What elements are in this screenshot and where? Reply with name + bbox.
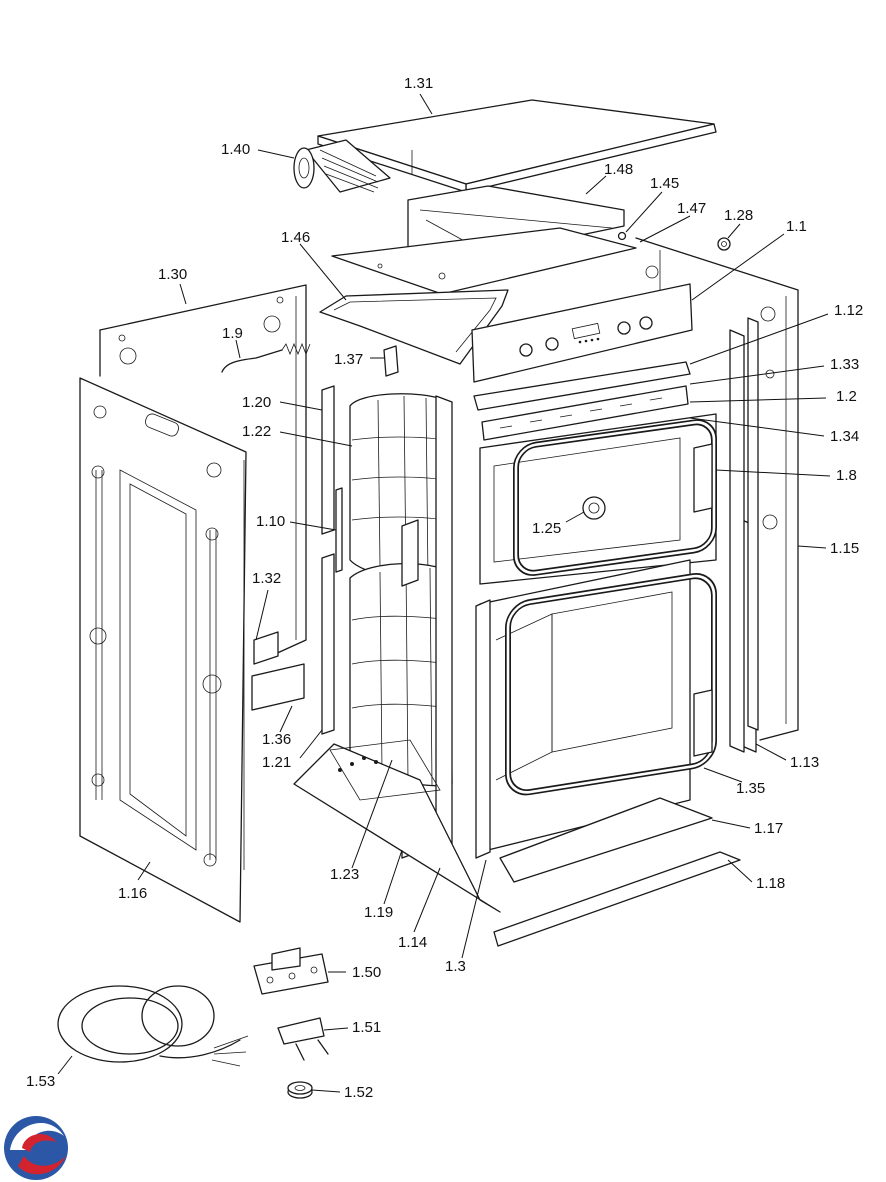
part-1-32-bracket [253,631,279,665]
base-tray [293,739,501,913]
label-1-15: 1.15 [830,540,860,557]
part-1-35-door-seal-lower [505,573,717,796]
part-1-21-heater [321,553,335,735]
label-1-50: 1.50 [352,964,382,981]
label-1-10: 1.10 [256,513,286,530]
part-1-20-heater [321,385,335,535]
label-1-31: 1.31 [404,75,434,92]
part-1-9-spring [221,342,311,373]
label-1-34: 1.34 [830,428,860,445]
label-1-20: 1.20 [242,394,272,411]
part-1-37-clip [383,345,399,377]
part-1-30-side-panel-rear [99,284,307,870]
label-1-52: 1.52 [344,1084,374,1101]
hinge-upper [693,443,713,513]
label-1-3: 1.3 [445,958,466,975]
label-1-37: 1.37 [334,351,364,368]
hinge-lower [693,689,713,757]
part-1-18-rail [493,851,741,947]
label-1-40: 1.40 [221,141,251,158]
part-1-51-clamp [277,1017,329,1061]
part-1-15-rail [747,317,759,731]
part-1-1-control-panel [471,283,693,383]
part-1-17-tray [499,797,713,883]
part-1-22-insulation-upper [349,393,447,583]
part-1-16-side-panel [79,377,247,923]
label-1-16: 1.16 [118,885,148,902]
part-1-33-strip [473,361,691,411]
label-1-19: 1.19 [364,904,394,921]
label-1-48: 1.48 [604,161,634,178]
part-1-46-gasket [319,289,509,365]
label-1-25: 1.25 [532,520,562,537]
part-1-53-cable [57,985,249,1067]
part-1-14-frame-column [435,395,453,871]
part-1-3-frame-column [475,599,491,859]
label-1-9: 1.9 [222,325,243,342]
label-1-30: 1.30 [158,266,188,283]
part-1-10-bar [335,487,343,573]
swirl-logo-icon [4,1116,68,1180]
label-1-12: 1.12 [834,302,864,319]
label-1-35: 1.35 [736,780,766,797]
label-1-18: 1.18 [756,875,786,892]
label-1-22: 1.22 [242,423,272,440]
label-1-13: 1.13 [790,754,820,771]
label-1-14: 1.14 [398,934,428,951]
label-1-51: 1.51 [352,1019,382,1036]
label-1-2: 1.2 [836,388,857,405]
part-1-52-grommet [287,1081,313,1099]
part-1-45-screw [617,231,627,241]
label-1-8: 1.8 [836,467,857,484]
part-1-28-nut [717,237,731,251]
part-1-8-door-seal [513,419,717,576]
part-1-47-plate [331,227,637,295]
label-1-45: 1.45 [650,175,680,192]
label-1-28: 1.28 [724,207,754,224]
label-1-32: 1.32 [252,570,282,587]
part-1-2-vent-strip [481,385,689,441]
oven-body-frame [635,237,799,741]
label-1-47: 1.47 [677,200,707,217]
leader-lines [57,93,831,1093]
label-1-21: 1.21 [262,754,292,771]
label-1-46: 1.46 [281,229,311,246]
label-1-33: 1.33 [830,356,860,373]
label-1-1: 1.1 [786,218,807,235]
part-1-40-fan [293,139,391,193]
label-1-36: 1.36 [262,731,292,748]
part-1-25-fan-cover [582,496,606,520]
label-1-17: 1.17 [754,820,784,837]
label-1-53: 1.53 [26,1073,56,1090]
part-1-50-terminal-block [253,947,329,995]
part-1-36-bracket [251,663,305,711]
label-1-23: 1.23 [330,866,360,883]
